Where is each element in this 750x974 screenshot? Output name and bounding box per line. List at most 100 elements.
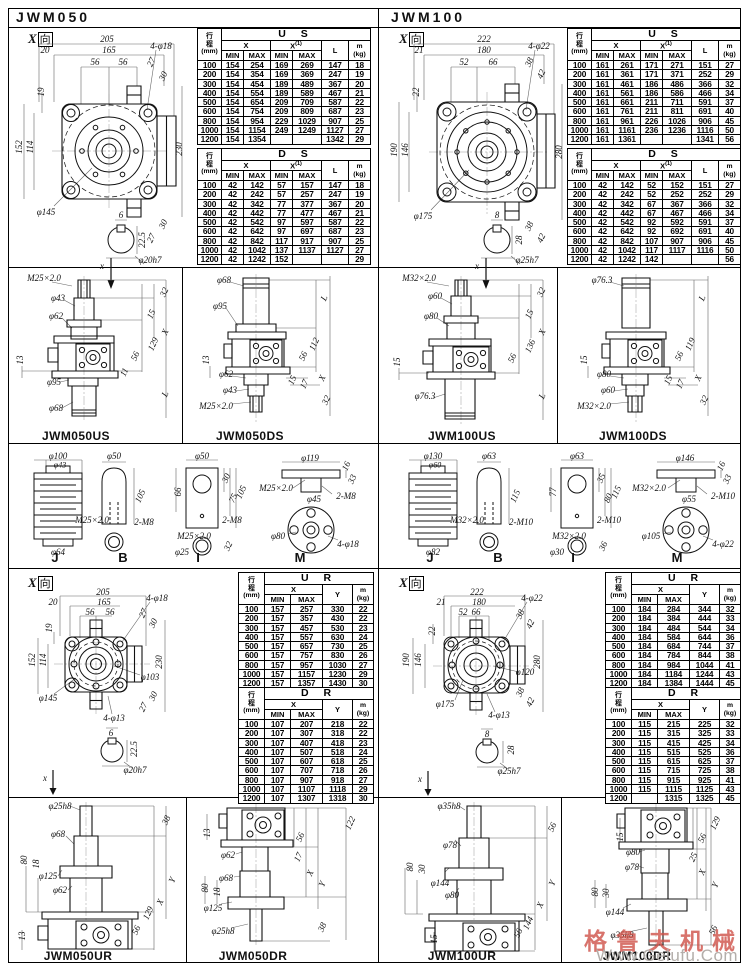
dim-label: φ60 [428,460,442,470]
jwm050ur-linework [14,800,184,955]
dim-label: φ175 [413,211,433,221]
table-cell: 342 [243,198,271,209]
table-cell: 1342 [321,134,349,145]
dim-label: 66 [173,487,183,497]
table-cell: 371 [662,69,692,80]
table-cell: 184 [631,650,658,661]
table-cell: 115 [631,728,658,739]
table-cell: 600 [197,106,222,117]
table-cell: 600 [238,650,265,661]
dim-label: φ80 [271,531,285,541]
table-cell: 23 [352,737,374,748]
header-max: MAX [243,170,271,181]
table-cell: 830 [322,650,353,661]
table-cell: 161 [591,134,614,145]
caption-accessory-j: J [51,550,59,565]
dim-label: 4-φ13 [103,713,125,723]
dim-label: φ68 [219,873,233,883]
dim-label: 4-φ13 [488,710,510,720]
dim-label: 114 [25,140,35,154]
dim-label: M32×2.0 [450,515,484,525]
table-cell: 107 [264,737,291,748]
table-cell: 38 [719,765,741,776]
table-title-ur: U R [264,572,374,585]
dim-label: 66 [471,607,481,617]
table-title-ur: U R [631,572,741,585]
view-x: X [399,575,408,590]
view-dir: 向 [37,32,53,47]
table-cell: 42 [221,254,244,265]
dim-label: φ62 [53,885,67,895]
table-cell: 754 [243,106,271,117]
caption-jwm050dr: JWM050DR [218,949,288,963]
table-cell: 115 [631,784,658,795]
dim-label: φ95 [213,301,227,311]
header-min: MIN [270,50,293,61]
header-x1: X(1) [270,40,322,51]
dim-label: 4-φ22 [712,539,734,549]
header-x: X [631,584,690,595]
view-dir: 向 [408,576,424,591]
dim-label: 20 [48,597,58,607]
table-cell: 29 [718,189,741,200]
dim-label: 21 [414,45,424,55]
dim-label: φ20h7 [123,765,147,775]
dim-label: M32×2.0 [577,401,611,411]
table-cell: 92 [640,226,663,237]
dim-label: 180 [477,45,491,55]
dim-label: M32×2.0 [402,273,436,283]
table-cell [662,254,692,265]
table-cell: 642 [613,226,641,237]
dim-label: φ25h7 [515,255,539,265]
divider-titles [8,27,741,29]
dim-label: φ120 [515,667,535,677]
jwm050-r-top-view-linework [14,582,214,795]
header-l: L [321,40,349,61]
dim-label: φ35h8 [610,930,634,940]
table-cell: 687 [321,226,349,237]
table-cell: 97 [270,226,293,237]
dim-label: φ60 [428,291,442,301]
table-cell: 715 [657,765,690,776]
table-cell: 600 [605,650,632,661]
table-cell: 29 [348,254,371,265]
dim-label: 22 [427,626,437,636]
table-cell: 19 [348,69,371,80]
dim-label: 2-M8 [336,491,356,501]
divider-ur-dr-right [561,797,563,963]
dim-label: 222 [477,34,491,44]
table-cell: 300 [197,198,222,209]
table-cell: 600 [567,226,592,237]
jwm100-accessories-linework [385,446,750,560]
dim-label: 114 [38,653,48,667]
dim-label: 2-M10 [597,515,621,525]
dim-label: φ63 [570,451,584,461]
table-cell: 530 [322,622,353,633]
dim-label: φ103 [140,672,160,682]
view-dir: 向 [408,32,424,47]
dim-label: φ80 [597,369,611,379]
table-cell: 236 [640,125,663,136]
jwm050ds-linework [186,272,376,430]
table-cell [292,134,322,145]
header-min: MIN [640,50,663,61]
jwm100-top-view-linework [389,34,569,289]
table-cell: 200 [567,69,592,80]
